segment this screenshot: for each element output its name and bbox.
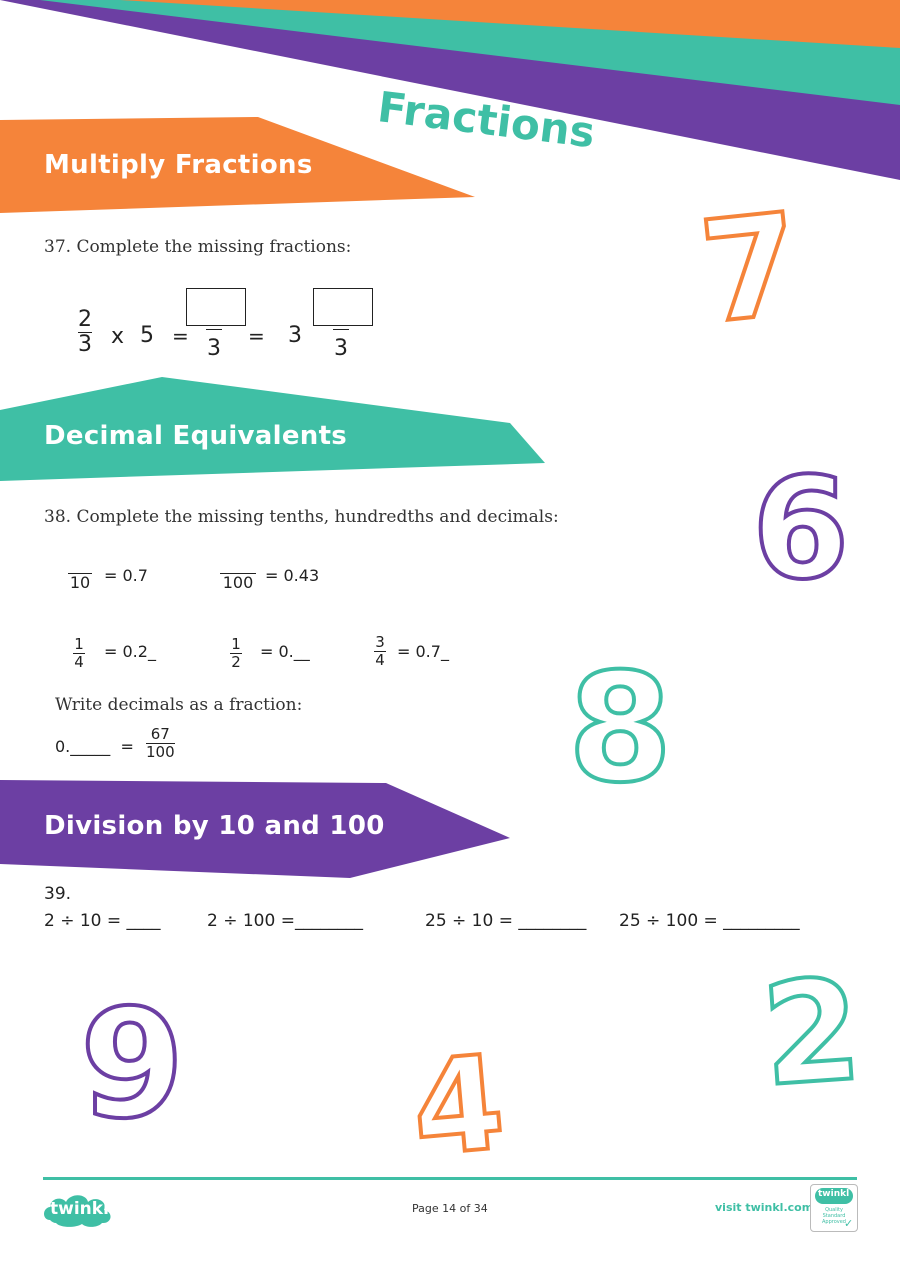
badge-subtitle: Quality Standard Approved — [822, 1207, 846, 1225]
equals-0-blank: = 0.__ — [260, 642, 310, 661]
footer-divider — [43, 1177, 857, 1180]
write-decimals-label: Write decimals as a fraction: — [55, 695, 303, 715]
division-item-2: 2 ÷ 100 =________ — [207, 911, 363, 931]
twinkl-logo-cloud-icon — [44, 1195, 111, 1227]
division-item-3: 25 ÷ 10 = ________ — [425, 911, 587, 931]
fraction-67-hundredths: 67 100 — [146, 725, 175, 761]
blank-hundredths-fraction: 100 — [220, 559, 256, 592]
fraction-three-quarters: 3 4 — [374, 633, 386, 669]
fraction-one-quarter: 1 4 — [73, 635, 85, 671]
badge-check-icon: ✓ — [844, 1217, 854, 1230]
equals-sign-2: = — [248, 324, 265, 348]
decor-number-4: 4 — [405, 1024, 512, 1187]
decimal-blank: 0._____ = — [55, 737, 134, 756]
question-37: 37. Complete the missing fractions: — [44, 237, 352, 257]
denominator-2: 3 — [334, 336, 348, 361]
equals-0-2-blank: = 0.2_ — [104, 642, 156, 661]
equals-0-43: = 0.43 — [265, 566, 320, 585]
fraction-two-thirds: 2 3 — [78, 307, 92, 358]
decor-number-8: 8 — [566, 640, 674, 818]
section-title-division: Division by 10 and 100 — [44, 811, 385, 841]
section-title-decimal: Decimal Equivalents — [44, 421, 348, 451]
badge-title: twinkl — [818, 1189, 850, 1199]
blank-tenths-fraction: 10 — [68, 573, 92, 592]
twinkl-logo-text: twinkl — [50, 1199, 109, 1219]
equals-0-7-blank: = 0.7_ — [397, 642, 449, 661]
whole-five: 5 — [140, 323, 154, 348]
page-number: Page 14 of 34 — [412, 1202, 488, 1215]
times-sign: x — [111, 324, 125, 349]
visit-link[interactable]: visit twinkl.com — [715, 1201, 814, 1214]
equals-sign: = — [172, 324, 189, 348]
division-item-1: 2 ÷ 10 = ____ — [44, 911, 161, 931]
bar-2 — [333, 329, 349, 330]
quality-badge: twinkl Quality Standard Approved ✓ — [810, 1184, 858, 1232]
whole-three: 3 — [288, 323, 302, 348]
decor-number-9: 9 — [78, 976, 186, 1154]
question-39-number: 39. — [44, 884, 72, 904]
banner-multiply — [0, 117, 475, 213]
equals-0-7: = 0.7 — [104, 566, 148, 585]
question-38: 38. Complete the missing tenths, hundred… — [44, 507, 559, 527]
numerator-answer-box-1[interactable] — [186, 288, 246, 326]
decor-number-6: 6 — [750, 446, 851, 613]
banner-decimal — [0, 377, 545, 481]
banner-division — [0, 780, 510, 878]
decor-number-2: 2 — [755, 947, 868, 1120]
section-title-multiply: Multiply Fractions — [44, 150, 313, 180]
header-stripes — [0, 0, 900, 180]
numerator-answer-box-2[interactable] — [313, 288, 373, 326]
division-item-4: 25 ÷ 100 = _________ — [619, 911, 800, 931]
bar-1 — [206, 329, 222, 330]
twinkl-logo: twinkl — [42, 1190, 114, 1230]
fraction-one-half: 1 2 — [230, 635, 242, 671]
denominator-1: 3 — [207, 336, 221, 361]
decor-number-7: 7 — [692, 181, 810, 357]
